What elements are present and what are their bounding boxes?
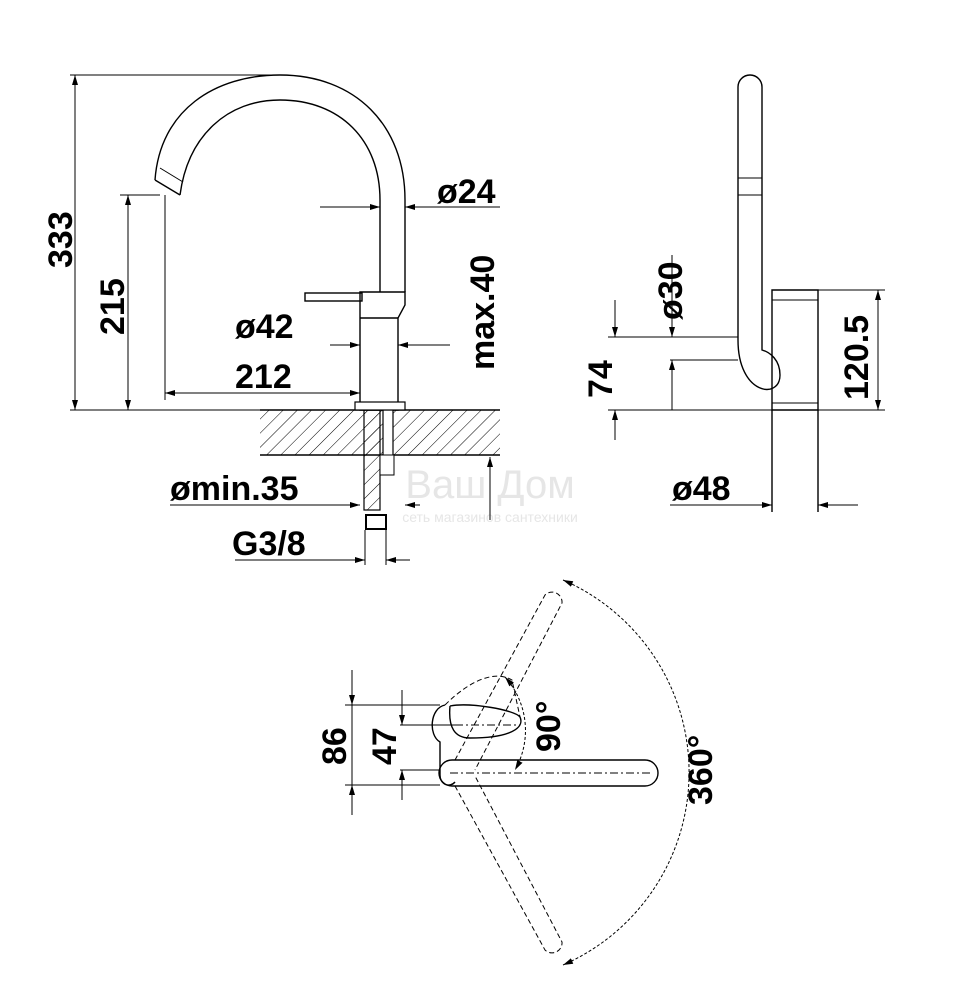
dim-spout-height: 215 bbox=[94, 278, 132, 335]
dim-thread: G3/8 bbox=[232, 525, 306, 563]
top-view: 86 47 90° 360° bbox=[316, 579, 720, 966]
dim-lever-angle: 90° bbox=[530, 701, 568, 752]
front-view: ø24 ø42 212 max.40 333 215 ømin.35 G3/8 bbox=[42, 74, 502, 565]
dim-74: 74 bbox=[582, 360, 620, 398]
dim-min-hole: ømin.35 bbox=[170, 470, 298, 508]
dim-86: 86 bbox=[316, 727, 354, 765]
dim-max-thickness: max.40 bbox=[464, 255, 502, 370]
dim-height-total: 333 bbox=[42, 211, 80, 268]
dim-body-diameter: ø42 bbox=[235, 308, 294, 346]
dim-120-5: 120.5 bbox=[838, 315, 876, 400]
dim-diameter-30: ø30 bbox=[652, 261, 690, 320]
dim-reach: 212 bbox=[235, 358, 292, 396]
dim-spout-diameter: ø24 bbox=[437, 173, 496, 211]
side-view: ø30 74 120.5 ø48 bbox=[582, 74, 885, 512]
dim-base-diameter: ø48 bbox=[672, 470, 731, 508]
dim-47: 47 bbox=[366, 727, 404, 765]
dim-swivel-angle: 360° bbox=[682, 735, 720, 805]
